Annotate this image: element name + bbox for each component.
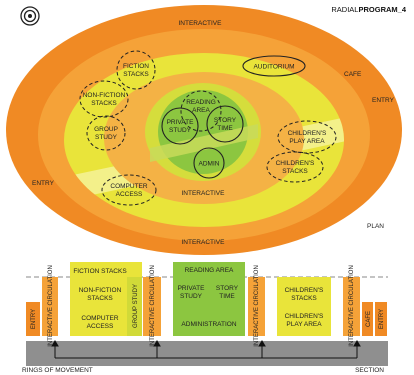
section-circ-label-4: INTERACTIVE CIRCULATION xyxy=(349,265,355,347)
childstack-label-2: STACKS xyxy=(282,168,308,175)
section-center-block xyxy=(173,262,245,336)
reading-area-bubble xyxy=(180,90,222,132)
section-base xyxy=(26,341,388,366)
page-title: RADIALPROGRAM_4 xyxy=(331,5,406,14)
interactive-label-top: INTERACTIVE xyxy=(179,20,223,27)
story-label-2: TIME xyxy=(217,125,233,132)
plan-diagram xyxy=(6,5,402,255)
section-circulation-4 xyxy=(343,277,360,336)
section-computer-label-2: ACCESS xyxy=(87,323,114,330)
section-entry-left xyxy=(26,302,40,336)
interactive-label-bottom: INTERACTIVE xyxy=(182,239,226,246)
core-band xyxy=(150,124,258,162)
computer-label-1: COMPUTER xyxy=(110,183,148,190)
section-nonfiction-label-1: NON-FICTION xyxy=(79,287,122,294)
plan-label: PLAN xyxy=(367,223,384,230)
childrens-stacks-bubble xyxy=(266,151,324,183)
private-label-1: PRIVATE xyxy=(167,119,195,126)
section-nonfiction-label-2: STACKS xyxy=(87,295,113,302)
section-child-stacks-label-2: STACKS xyxy=(291,295,317,302)
section-admin-label: ADMINISTRATION xyxy=(181,321,236,328)
reading-label-2: AREA xyxy=(192,107,210,114)
private-study-bubble xyxy=(161,107,199,145)
section-entry-right-label: ENTRY xyxy=(379,309,385,329)
childstack-label-1: CHILDREN'S xyxy=(276,160,315,167)
section-private-label-1: PRIVATE xyxy=(178,285,206,292)
group-study-bubble xyxy=(86,115,126,151)
auditorium-label: AUDITORIUM xyxy=(253,64,294,71)
interactive-label-mid: INTERACTIVE xyxy=(182,190,226,197)
section-story-label-2: TIME xyxy=(219,293,235,300)
auditorium-bubble xyxy=(242,55,306,77)
story-time-bubble xyxy=(206,105,244,143)
admin-bubble xyxy=(193,147,225,179)
fiction-label-1: FICTION xyxy=(123,63,149,70)
fiction-label-2: STACKS xyxy=(123,71,149,78)
admin-label: ADMIN xyxy=(199,161,220,168)
section-group-study xyxy=(127,277,142,336)
entry-label-right: ENTRY xyxy=(372,97,395,104)
section-children-block xyxy=(277,277,331,336)
reading-label-1: READING xyxy=(186,99,216,106)
section-cafe xyxy=(362,302,373,336)
cafe-label: CAFE xyxy=(344,71,362,78)
fiction-stacks-bubble xyxy=(116,50,156,90)
section-child-stacks-label-1: CHILDREN'S xyxy=(285,287,324,294)
entry-label-left: ENTRY xyxy=(32,180,55,187)
childrens-play-area-bubble xyxy=(277,120,337,154)
section-circulation-1 xyxy=(42,277,58,336)
nonfiction-label-1: NON-FICTION xyxy=(83,92,126,99)
group-label-2: STUDY xyxy=(95,134,118,141)
childplay-label-1: CHILDREN'S xyxy=(288,130,327,137)
nonfiction-stacks-bubble xyxy=(79,80,129,118)
section-circulation-3 xyxy=(248,277,265,336)
target-icon xyxy=(20,6,40,26)
section-computer-label-1: COMPUTER xyxy=(81,315,119,322)
section-circ-label-2: INTERACTIVE CIRCULATION xyxy=(150,265,156,347)
section-circ-label-1: INTERACTIVE CIRCULATION xyxy=(48,265,54,347)
section-child-play-label-1: CHILDREN'S xyxy=(285,313,324,320)
section-child-play-label-2: PLAY AREA xyxy=(286,321,322,328)
computer-access-bubble xyxy=(101,174,157,206)
section-label: SECTION xyxy=(355,367,384,374)
private-label-2: STUDY xyxy=(169,127,192,134)
section-private-label-2: STUDY xyxy=(180,293,203,300)
computer-label-2: ACCESS xyxy=(116,191,143,198)
rings-of-movement-label: RINGS OF MOVEMENT xyxy=(22,367,93,374)
section-entry-right xyxy=(375,302,387,336)
story-label-1: STORY xyxy=(214,117,237,124)
section-story-label-1: STORY xyxy=(216,285,239,292)
section-fiction-label: FICTION STACKS xyxy=(73,268,127,275)
section-diagram xyxy=(26,262,388,366)
section-reading-label: READING AREA xyxy=(185,267,234,274)
childplay-label-2: PLAY AREA xyxy=(289,138,325,145)
group-label-1: GROUP xyxy=(94,126,118,133)
nonfiction-label-2: STACKS xyxy=(91,100,117,107)
section-circ-label-3: INTERACTIVE CIRCULATION xyxy=(254,265,260,347)
section-circulation-2 xyxy=(143,277,161,336)
section-entry-label: ENTRY xyxy=(31,309,37,329)
section-group-study-label: GROUP STUDY xyxy=(133,284,139,328)
section-cafe-label: CAFE xyxy=(366,311,372,327)
